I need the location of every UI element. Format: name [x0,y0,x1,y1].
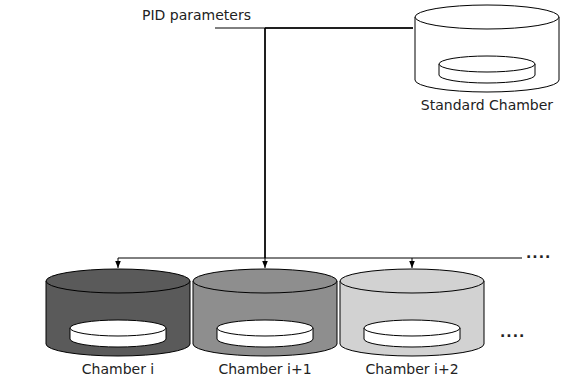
chamber-name: Chamber i+1 [191,361,339,378]
continuation-dots: ···· [526,249,551,266]
chamber-name: Chamber i [44,361,192,378]
parameter-arrow [118,28,413,268]
parameter-arrow [265,28,413,268]
signal-label: PID parameters [142,7,251,24]
chamber-cylinder: Standard Chamber [413,4,561,114]
chamber-name: Standard Chamber [413,97,561,114]
cylinder-shape [45,268,191,358]
cylinder-shape [339,268,485,358]
leader-line [215,28,265,29]
cylinder-shape [414,4,560,94]
chamber-name: Chamber i+2 [338,361,486,378]
chamber-cylinder: Chamber i [44,268,192,378]
branch-line [412,258,522,259]
chamber-cylinder: Chamber i+1 [191,268,339,378]
cylinder-shape [192,268,338,358]
chamber-cylinder: Chamber i+2 [338,268,486,378]
continuation-dots: ···· [500,328,525,345]
parameter-arrow [265,28,413,268]
